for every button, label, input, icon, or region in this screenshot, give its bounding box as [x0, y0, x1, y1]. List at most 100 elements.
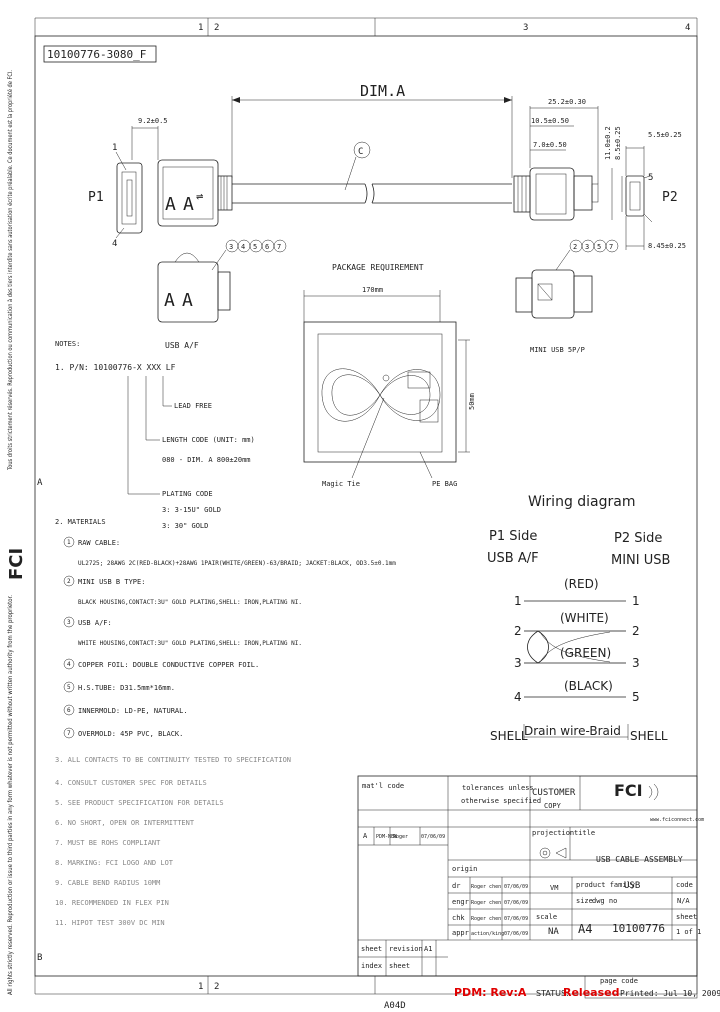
- a4-label: A04D: [384, 1001, 406, 1011]
- svg-text:(WHITE): (WHITE): [560, 611, 609, 625]
- svg-text:5: 5: [67, 684, 71, 691]
- p2-side-view: [513, 167, 599, 221]
- drawing-title: USB CABLE ASSEMBLY: [596, 855, 683, 864]
- svg-text:dr: dr: [452, 882, 460, 890]
- svg-text:tolerances unless: tolerances unless: [462, 784, 534, 792]
- p2-label: P2: [662, 190, 678, 205]
- svg-text:LENGTH CODE (UNIT: mm): LENGTH CODE (UNIT: mm): [162, 436, 255, 444]
- svg-text:6: 6: [265, 243, 269, 251]
- svg-text:mat'l code: mat'l code: [362, 782, 404, 790]
- zone-bottom-2: 2: [214, 982, 219, 992]
- svg-text:scale: scale: [536, 913, 557, 921]
- svg-text:www.fciconnect.com: www.fciconnect.com: [650, 817, 704, 823]
- drawing-number: 10100776: [612, 922, 665, 935]
- svg-text:07/06/09: 07/06/09: [504, 900, 528, 906]
- svg-text:07/06/09: 07/06/09: [504, 931, 528, 937]
- dim-a: DIM.A: [360, 82, 405, 100]
- svg-text:2: 2: [67, 578, 71, 585]
- zone-top-2: 2: [214, 23, 219, 33]
- svg-text:A: A: [182, 290, 193, 311]
- svg-text:BLACK HOUSING,CONTACT:3U" GOLD: BLACK HOUSING,CONTACT:3U" GOLD PLATING,S…: [78, 599, 302, 606]
- svg-text:080 - DIM. A 800±20mm: 080 - DIM. A 800±20mm: [162, 456, 251, 464]
- magic-tie-label: Magic Tie: [322, 480, 360, 488]
- svg-text:chk: chk: [452, 914, 465, 922]
- label-usb-af: USB A/F: [165, 341, 199, 350]
- zone-top-1: 1: [198, 23, 203, 33]
- dim-8-5: 8.5±0.25: [614, 126, 622, 160]
- p1-label: P1: [88, 190, 104, 205]
- package-width: 170mm: [362, 286, 383, 294]
- svg-text:engr: engr: [452, 898, 469, 906]
- svg-text:USB: USB: [624, 881, 640, 891]
- coiled-cable: [321, 368, 441, 422]
- svg-text:USB A/F:: USB A/F:: [78, 619, 112, 627]
- svg-text:INNERMOLD: LD-PE, NATURAL.: INNERMOLD: LD-PE, NATURAL.: [78, 707, 188, 715]
- svg-text:sheet: sheet: [361, 945, 382, 953]
- svg-text:Drain wire-Braid: Drain wire-Braid: [524, 724, 621, 738]
- svg-text:07/06/09: 07/06/09: [421, 834, 445, 840]
- wiring-diagram: Wiring diagram P1 Side USB A/F P2 Side M…: [487, 494, 670, 743]
- svg-text:7: 7: [67, 730, 71, 737]
- svg-text:title: title: [574, 829, 595, 837]
- svg-text:dwg no: dwg no: [592, 897, 617, 905]
- svg-text:UL2725; 28AWG 2C(RED-BLACK)+28: UL2725; 28AWG 2C(RED-BLACK)+28AWG 1PAIR(…: [78, 560, 396, 567]
- svg-text:5. SEE PRODUCT SPECIFICATION F: 5. SEE PRODUCT SPECIFICATION FOR DETAILS: [55, 799, 224, 807]
- svg-text:3: 3: [514, 656, 522, 670]
- svg-text:size: size: [576, 897, 593, 905]
- svg-text:2: 2: [632, 624, 640, 638]
- svg-text:A: A: [164, 290, 175, 311]
- p2-connector-face: [625, 175, 645, 217]
- bubbles-b: 2 3 5 7: [555, 239, 619, 271]
- svg-text:3: 3: [632, 656, 640, 670]
- svg-text:4: 4: [67, 661, 71, 668]
- svg-text:WHITE HOUSING,CONTACT:3U" GOLD: WHITE HOUSING,CONTACT:3U" GOLD PLATING,S…: [78, 640, 302, 647]
- svg-text:SHELL: SHELL: [490, 729, 528, 743]
- svg-text:PDM-NEW: PDM-NEW: [376, 834, 398, 840]
- svg-text:8. MARKING: FCI LOGO AND LOT: 8. MARKING: FCI LOGO AND LOT: [55, 859, 174, 867]
- p2-top-view: [515, 269, 593, 319]
- svg-text:6: 6: [67, 707, 71, 714]
- package-bag: [303, 321, 457, 463]
- label-mini-usb: MINI USB 5P/P: [530, 346, 585, 354]
- svg-text:appr: appr: [452, 929, 469, 937]
- part-id: 10100776-3080_F: [47, 48, 146, 61]
- pin4-label: 4: [112, 239, 117, 249]
- dim-25: 25.2±0.30: [548, 98, 586, 106]
- svg-text:NOTES:: NOTES:: [55, 340, 80, 348]
- svg-text:SHELL: SHELL: [630, 729, 668, 743]
- svg-text:RAW CABLE:: RAW CABLE:: [78, 539, 120, 547]
- svg-text:⇌: ⇌: [196, 189, 203, 203]
- svg-text:sheet: sheet: [676, 913, 697, 921]
- zone-bottom-1: 1: [198, 982, 203, 992]
- svg-text:1: 1: [632, 594, 640, 608]
- svg-text:A: A: [363, 832, 368, 840]
- svg-text:code: code: [676, 881, 693, 889]
- svg-text:N/A: N/A: [677, 897, 690, 905]
- svg-text:2: 2: [514, 624, 522, 638]
- svg-text:VM: VM: [550, 884, 558, 892]
- svg-text:3: 3: [585, 243, 589, 251]
- svg-text:5: 5: [597, 243, 601, 251]
- dim-10-5: 10.5±0.50: [531, 117, 569, 125]
- side-fci-logo: FCI: [6, 548, 27, 580]
- svg-text:1: 1: [67, 539, 71, 546]
- svg-text:1 of 1: 1 of 1: [676, 928, 701, 936]
- svg-text:projection: projection: [532, 829, 574, 837]
- zone-top-3: 3: [523, 23, 528, 33]
- dim-11: 11.0±0.2: [604, 126, 612, 160]
- zone-left-a: A: [37, 478, 43, 488]
- pin1-label: 1: [112, 143, 117, 153]
- dim-9-2: 9.2±0.5: [138, 117, 168, 125]
- status-label: STATUS:: [536, 989, 569, 998]
- svg-text:5: 5: [632, 690, 640, 704]
- zone-top-4: 4: [685, 23, 690, 33]
- svg-text:otherwise specified: otherwise specified: [461, 797, 541, 805]
- svg-text:07/06/09: 07/06/09: [504, 884, 528, 890]
- svg-text:H.S.TUBE: D31.5mm*16mm.: H.S.TUBE: D31.5mm*16mm.: [78, 684, 175, 692]
- svg-text:4: 4: [241, 243, 245, 251]
- svg-text:LEAD FREE: LEAD FREE: [174, 402, 212, 410]
- cable-callout-label: C: [358, 147, 363, 157]
- svg-text:A: A: [183, 194, 194, 215]
- svg-text:A: A: [165, 194, 176, 215]
